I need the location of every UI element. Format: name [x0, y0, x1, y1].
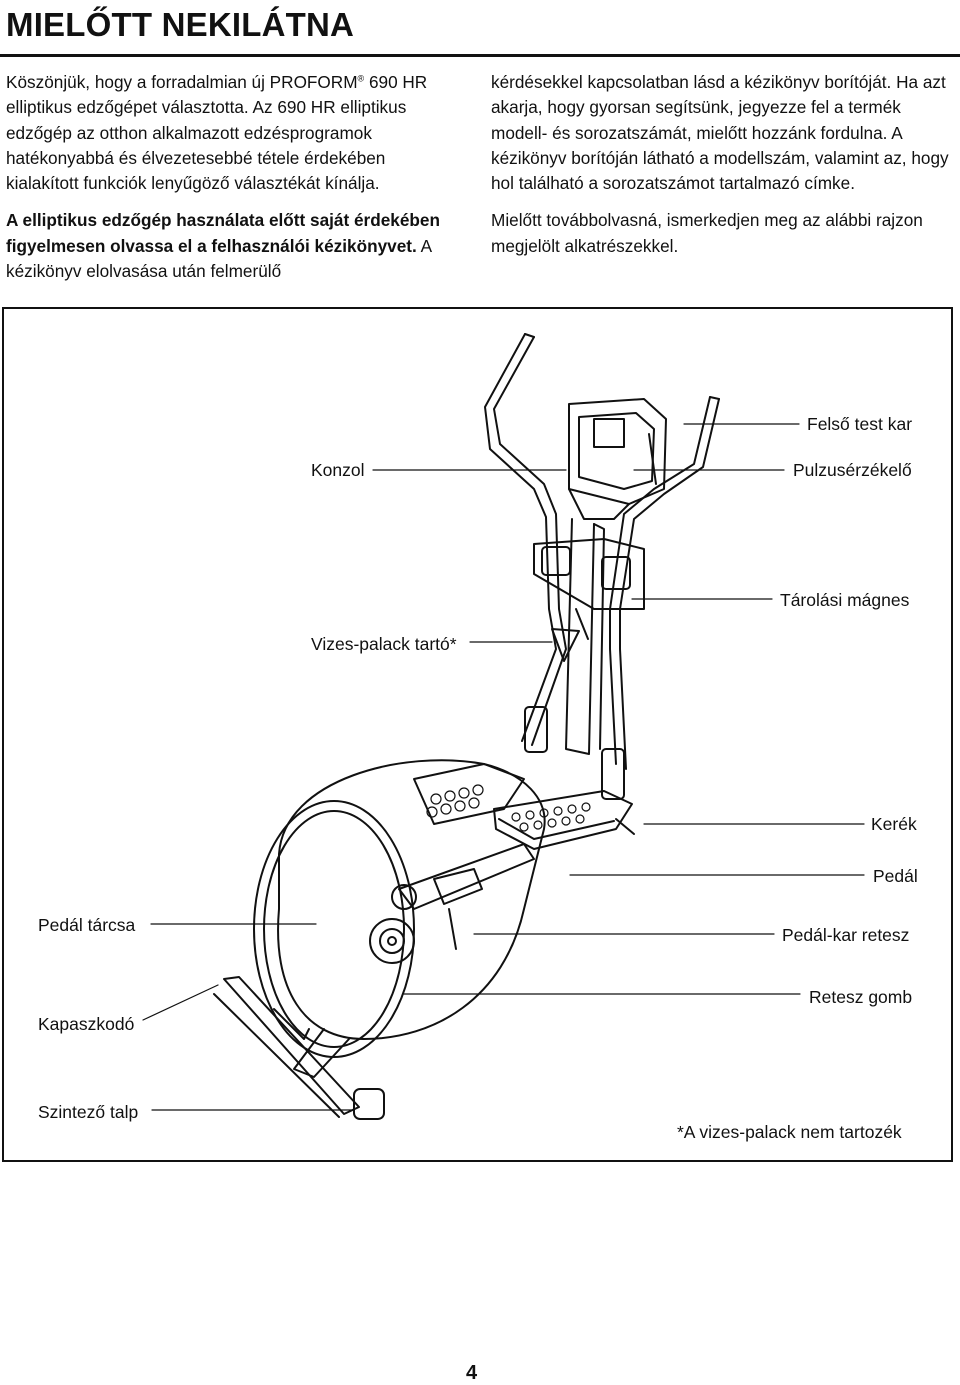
elliptical-trainer-drawing: [142, 333, 865, 1120]
flywheel-housing: [253, 759, 546, 1058]
warning-text: A elliptikus edzőgép használata előtt sa…: [6, 210, 440, 256]
label-bottle-holder: Vizes-palack tartó*: [311, 634, 457, 654]
intro-paragraph-2-cont: kérdésekkel kapcsolatban lásd a kéziköny…: [491, 70, 949, 196]
label-wheel: Kerék: [871, 814, 917, 834]
label-pedal-disc: Pedál tárcsa: [38, 915, 136, 935]
registered-mark: ®: [357, 73, 365, 84]
lower-arm-joints: [524, 706, 625, 800]
intro-paragraph-3: Mielőtt továbbolvasná, ismerkedjen meg a…: [491, 210, 923, 256]
footnote-bottle-not-included: *A vizes-palack nem tartozék: [677, 1122, 902, 1142]
intro-text-p2: A kézikönyv elolvasása után felmerülő: [6, 235, 432, 282]
diagram-frame: Felső test kar Konzol Pulzusérzékelő Tár…: [2, 307, 953, 1162]
pedal: [493, 790, 635, 850]
label-pedal-arm-latch: Pedál-kar retesz: [782, 925, 910, 945]
label-pedal: Pedál: [873, 866, 918, 886]
intro-left-column: Köszönjük, hogy a forradalmian új PROFOR…: [6, 70, 458, 296]
intro-paragraph-2: A elliptikus edzőgép használata előtt sa…: [6, 208, 458, 284]
intro-text: Köszönjük, hogy a forradalmian új PROFOR…: [6, 72, 358, 92]
intro-right-column: kérdésekkel kapcsolatban lásd a kéziköny…: [491, 70, 949, 271]
intro-text-p2-cont: kérdésekkel kapcsolatban lásd a kéziköny…: [491, 72, 949, 194]
label-latch-knob: Retesz gomb: [809, 987, 913, 1007]
console-unit: [568, 398, 667, 520]
label-console: Konzol: [311, 460, 365, 480]
title-rule: [0, 54, 960, 57]
label-upper-body-arm: Felső test kar: [807, 414, 913, 434]
pedal-arm: [391, 843, 535, 950]
label-leveling-foot: Szintező talp: [38, 1102, 139, 1122]
base-frame: [213, 976, 385, 1120]
page-title: MIELŐTT NEKILÁTNA: [6, 6, 355, 43]
main-mast: [533, 518, 645, 755]
upper-body-arms: [484, 333, 720, 770]
page-number: 4: [466, 1362, 478, 1384]
label-handle: Kapaszkodó: [38, 1014, 135, 1034]
intro-paragraph-1: Köszönjük, hogy a forradalmian új PROFOR…: [6, 70, 458, 196]
intro-text-cont: 690 HR elliptikus edzőgépet választotta.…: [6, 72, 428, 194]
label-storage-magnet: Tárolási mágnes: [780, 590, 910, 610]
leader-lines: [142, 423, 865, 1111]
label-pulse-sensor: Pulzusérzékelő: [793, 460, 912, 480]
